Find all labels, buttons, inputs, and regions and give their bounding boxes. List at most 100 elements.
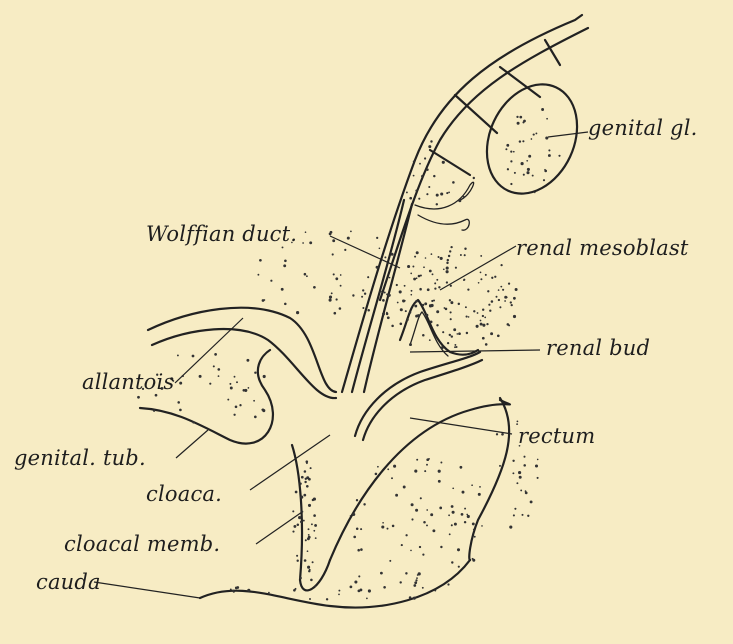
stipple-dot: [472, 559, 475, 562]
stipple-dot: [451, 335, 453, 337]
stipple-dot: [429, 339, 431, 341]
stipple-dot: [448, 255, 450, 257]
stipple-dot: [299, 482, 301, 484]
stipple-dot: [233, 414, 235, 416]
stipple-dot: [298, 516, 301, 519]
stipple-dot: [382, 299, 385, 302]
stipple-dot: [500, 286, 502, 288]
stipple-dot: [199, 375, 202, 378]
stipple-dot: [416, 277, 418, 279]
stipple-dot: [530, 500, 533, 503]
cauda-outline: [330, 400, 510, 560]
stipple-dot: [446, 281, 448, 283]
stipple-dot: [411, 503, 414, 506]
stipple-dot: [410, 550, 412, 552]
stipple-dot: [482, 309, 484, 311]
stipple-dot: [403, 486, 406, 489]
leader-cloacal-memb: [256, 512, 302, 544]
stipple-dot: [440, 192, 443, 195]
stipple-dot: [533, 134, 535, 136]
stipple-dot: [502, 289, 504, 291]
stipple-dot: [235, 587, 238, 590]
stipple-dot: [525, 492, 528, 495]
stipple-dot: [382, 292, 384, 294]
stipple-dot: [384, 292, 386, 294]
stipple-dot: [426, 524, 428, 526]
stipple-dot: [310, 579, 313, 582]
mesonephric-tubule: [415, 182, 474, 209]
stipple-dot: [309, 241, 312, 244]
stipple-dot: [458, 332, 461, 335]
stipple-dot: [329, 299, 332, 302]
stipple-dot: [306, 462, 308, 464]
stipple-dot: [467, 288, 469, 290]
stipple-dot: [413, 278, 416, 281]
stipple-dot: [508, 282, 510, 284]
stipple-dot: [441, 346, 444, 349]
stipple-dot: [478, 493, 481, 496]
stipple-dot: [230, 387, 233, 390]
stipple-dot: [510, 151, 512, 153]
stipple-dot: [426, 509, 428, 511]
stipple-dot: [386, 312, 388, 314]
stipple-dot: [313, 286, 316, 289]
stipple-dot: [352, 513, 355, 516]
stipple-dot: [423, 266, 425, 268]
cloacal-membrane-outline: [292, 445, 330, 590]
stipple-dot: [465, 306, 467, 308]
stipple-dot: [514, 508, 516, 510]
stipple-dot: [464, 254, 466, 256]
stipple-dot: [436, 279, 438, 281]
stipple-dot: [307, 550, 309, 552]
stipple-dot: [248, 387, 250, 389]
stipple-dot: [418, 198, 420, 200]
stipple-dot: [379, 290, 381, 292]
stipple-dot: [259, 259, 262, 262]
stipple-dot: [399, 581, 401, 583]
stipple-dot: [253, 400, 255, 402]
leader-genital-gl: [548, 132, 588, 137]
stipple-dot: [489, 310, 491, 312]
stipple-dot: [233, 591, 235, 593]
stipple-dot: [284, 303, 287, 306]
stipple-dot: [463, 279, 465, 281]
stipple-dot: [363, 503, 365, 505]
leader-renal-mesoblast: [440, 246, 516, 290]
stipple-dot: [366, 598, 368, 600]
stipple-dot: [304, 273, 307, 276]
stipple-dot: [519, 140, 521, 142]
stipple-dot: [214, 353, 217, 356]
label-allantois: allantois: [82, 370, 174, 394]
stipple-dot: [448, 192, 450, 194]
stipple-dot: [262, 409, 265, 412]
label-cloacal-memb: cloacal memb.: [64, 532, 220, 556]
stipple-dot: [433, 175, 435, 177]
stipple-dot: [471, 484, 473, 486]
stipple-dot: [528, 155, 531, 158]
stipple-dot: [482, 337, 485, 340]
stipple-dot: [480, 323, 483, 326]
stipple-dot: [518, 471, 521, 474]
stipple-dot: [447, 342, 449, 344]
stipple-dot: [296, 555, 298, 557]
stipple-dot: [419, 546, 421, 548]
stipple-dot: [504, 300, 506, 302]
stipple-dot: [415, 579, 417, 581]
stipple-dot: [299, 577, 302, 580]
stipple-dot: [263, 375, 266, 378]
stipple-dot: [155, 394, 158, 397]
stipple-dot: [282, 246, 284, 248]
stipple-dot: [434, 287, 436, 289]
stipple-dot: [478, 282, 480, 284]
stipple-dot: [522, 140, 524, 142]
stipple-dot: [427, 288, 430, 291]
stipple-dot: [523, 456, 525, 458]
stipple-dot: [473, 310, 475, 312]
stipple-dot: [466, 514, 468, 516]
stipple-dot: [517, 421, 519, 423]
stipple-dot: [350, 231, 352, 233]
stipple-dot: [353, 536, 356, 539]
stipple-dot: [447, 583, 449, 585]
stipple-dot: [431, 304, 434, 307]
